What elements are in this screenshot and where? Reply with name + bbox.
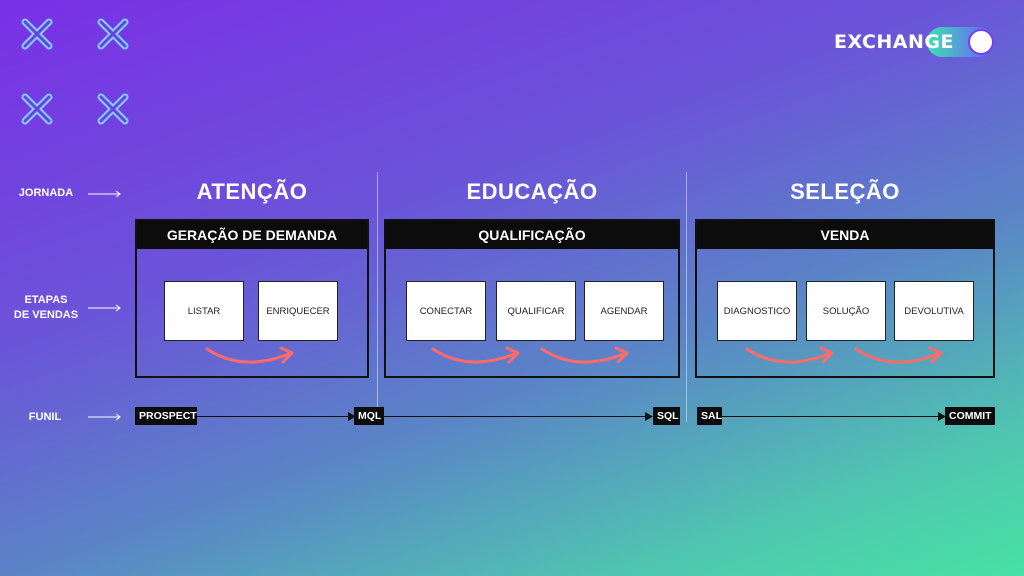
funnel-stage-mql: MQL — [354, 407, 384, 425]
curved-arrow-icon — [854, 346, 943, 364]
arrow-right-icon — [88, 304, 121, 312]
funnel-line — [722, 416, 940, 417]
cross-icon — [20, 92, 54, 126]
logo-text: EXCHANGE — [834, 31, 954, 53]
step-qualificar: QUALIFICAR — [496, 281, 576, 341]
cross-icon — [20, 17, 54, 51]
arrow-right-icon — [88, 190, 121, 198]
section-header: VENDA — [697, 221, 993, 249]
funnel-stage-commit: COMMIT — [945, 407, 995, 425]
arrowhead-icon — [938, 412, 946, 421]
step-conectar: CONECTAR — [406, 281, 486, 341]
row-label-etapas: ETAPAS DE VENDAS — [13, 294, 79, 321]
section-venda: VENDA DIAGNOSTICO SOLUÇÃO DEVOLUTIVA — [695, 219, 995, 378]
section-geracao-de-demanda: GERAÇÃO DE DEMANDA LISTAR ENRIQUECER — [135, 219, 369, 378]
step-agendar: AGENDAR — [584, 281, 664, 341]
section-header: QUALIFICAÇÃO — [386, 221, 678, 249]
section-body: DIAGNOSTICO SOLUÇÃO DEVOLUTIVA — [697, 249, 993, 377]
arrowhead-icon — [348, 412, 356, 421]
brand-logo: EXCHANGE — [834, 27, 996, 57]
phase-divider — [377, 172, 378, 422]
section-qualificacao: QUALIFICAÇÃO CONECTAR QUALIFICAR AGENDAR — [384, 219, 680, 378]
logo-dot — [968, 29, 994, 55]
step-diagnostico: DIAGNOSTICO — [717, 281, 797, 341]
section-body: LISTAR ENRIQUECER — [137, 249, 367, 377]
curved-arrow-icon — [431, 346, 520, 364]
funnel-stage-sql: SQL — [653, 407, 680, 425]
step-solucao: SOLUÇÃO — [806, 281, 886, 341]
funnel-line — [384, 416, 646, 417]
cross-icon — [96, 17, 130, 51]
phase-title-selecao: SELEÇÃO — [790, 179, 900, 204]
funnel-stage-sal: SAL — [697, 407, 722, 425]
funnel-line — [196, 416, 354, 417]
curved-arrow-icon — [540, 346, 629, 364]
section-header: GERAÇÃO DE DEMANDA — [137, 221, 367, 249]
row-label-funil: FUNIL — [28, 411, 62, 423]
row-label-jornada: JORNADA — [18, 187, 74, 199]
phase-title-atencao: ATENÇÃO — [196, 179, 308, 204]
funnel-stage-prospect: PROSPECT — [135, 407, 197, 425]
step-enriquecer: ENRIQUECER — [258, 281, 338, 341]
step-devolutiva: DEVOLUTIVA — [894, 281, 974, 341]
section-body: CONECTAR QUALIFICAR AGENDAR — [386, 249, 678, 377]
cross-icon — [96, 92, 130, 126]
phase-title-educacao: EDUCAÇÃO — [466, 179, 598, 204]
step-listar: LISTAR — [164, 281, 244, 341]
arrowhead-icon — [645, 412, 653, 421]
curved-arrow-icon — [205, 346, 294, 364]
arrow-right-icon — [88, 413, 121, 421]
phase-divider — [686, 172, 687, 422]
curved-arrow-icon — [745, 346, 834, 364]
